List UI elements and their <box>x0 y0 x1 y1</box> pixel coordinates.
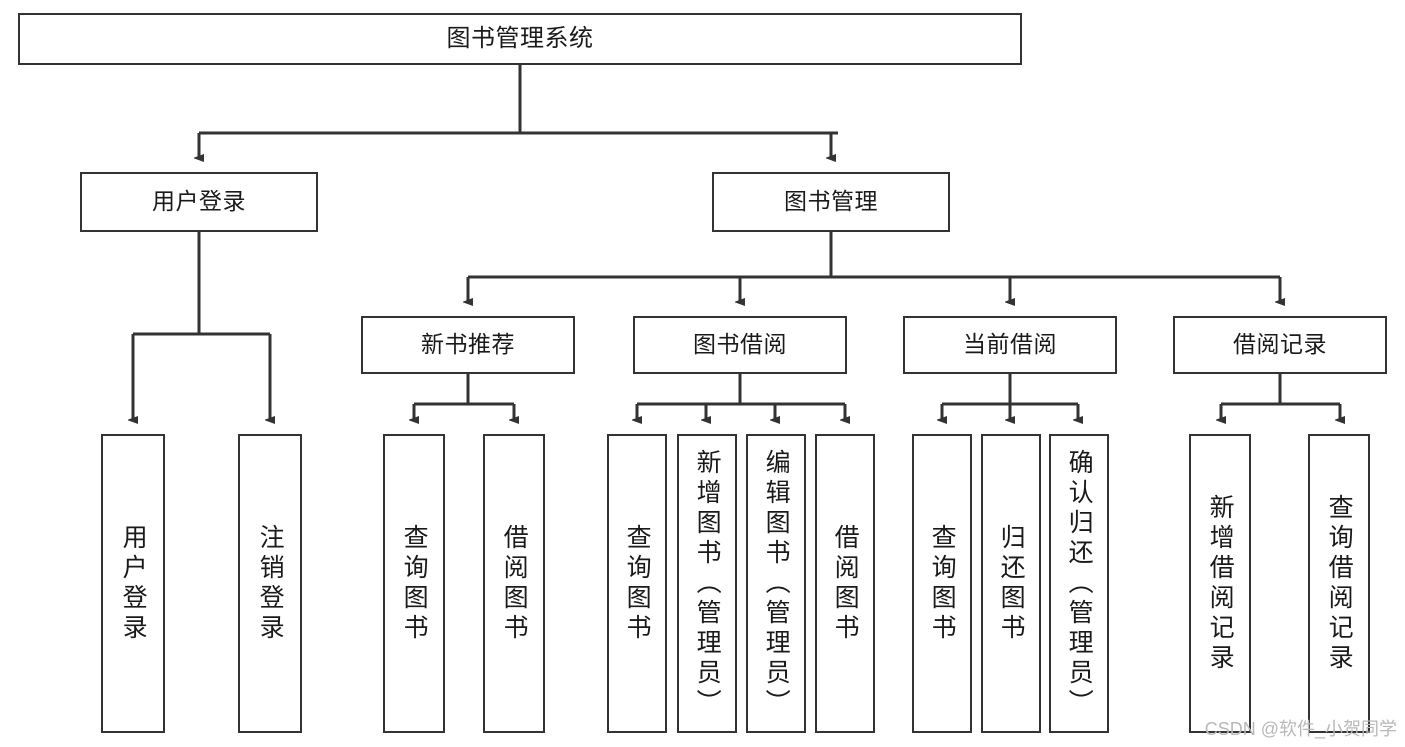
node-current-borrow-label: 当前借阅 <box>963 331 1057 358</box>
node-new-book-recommend[interactable]: 新书推荐 <box>361 316 575 374</box>
node-leaf-user-login[interactable]: 用户登录 <box>101 434 165 733</box>
node-leaf-logout-login-label: 注销登录 <box>256 523 285 644</box>
node-leaf-borrow-book-1[interactable]: 借阅图书 <box>483 434 545 733</box>
node-leaf-query-book-3[interactable]: 查询图书 <box>912 434 972 733</box>
node-leaf-add-book-label: 新增图书（管理员） <box>693 448 722 719</box>
node-current-borrow[interactable]: 当前借阅 <box>903 316 1117 374</box>
node-leaf-borrow-book-1-label: 借阅图书 <box>500 523 529 644</box>
node-leaf-query-book-2-label: 查询图书 <box>623 523 652 644</box>
node-leaf-confirm-return-label: 确认归还（管理员） <box>1065 448 1094 719</box>
node-leaf-confirm-return[interactable]: 确认归还（管理员） <box>1049 434 1109 733</box>
node-leaf-query-book-1-label: 查询图书 <box>400 523 429 644</box>
node-leaf-add-record[interactable]: 新增借阅记录 <box>1189 434 1251 733</box>
node-root[interactable]: 图书管理系统 <box>18 13 1022 65</box>
node-book-borrow-label: 图书借阅 <box>693 331 787 358</box>
node-root-label: 图书管理系统 <box>446 24 594 52</box>
node-leaf-edit-book[interactable]: 编辑图书（管理员） <box>746 434 806 733</box>
node-book-borrow[interactable]: 图书借阅 <box>633 316 847 374</box>
node-leaf-query-book-3-label: 查询图书 <box>928 523 957 644</box>
node-leaf-return-book-label: 归还图书 <box>997 523 1026 644</box>
node-leaf-add-record-label: 新增借阅记录 <box>1206 493 1235 674</box>
node-leaf-borrow-book-2-label: 借阅图书 <box>831 523 860 644</box>
node-leaf-query-record[interactable]: 查询借阅记录 <box>1308 434 1370 733</box>
node-book-manage[interactable]: 图书管理 <box>712 172 950 232</box>
node-leaf-user-login-label: 用户登录 <box>119 523 148 644</box>
node-leaf-logout-login[interactable]: 注销登录 <box>238 434 302 733</box>
node-new-book-recommend-label: 新书推荐 <box>421 331 515 358</box>
node-user-login-label: 用户登录 <box>152 188 246 215</box>
node-borrow-record[interactable]: 借阅记录 <box>1173 316 1387 374</box>
node-leaf-borrow-book-2[interactable]: 借阅图书 <box>815 434 875 733</box>
node-borrow-record-label: 借阅记录 <box>1233 331 1327 358</box>
node-leaf-add-book[interactable]: 新增图书（管理员） <box>677 434 737 733</box>
node-user-login[interactable]: 用户登录 <box>80 172 318 232</box>
node-leaf-query-record-label: 查询借阅记录 <box>1325 493 1354 674</box>
node-book-manage-label: 图书管理 <box>784 188 878 215</box>
node-leaf-query-book-1[interactable]: 查询图书 <box>383 434 445 733</box>
watermark: CSDN @软件_小贺同学 <box>1204 719 1397 739</box>
node-leaf-return-book[interactable]: 归还图书 <box>981 434 1041 733</box>
node-leaf-edit-book-label: 编辑图书（管理员） <box>762 448 791 719</box>
node-leaf-query-book-2[interactable]: 查询图书 <box>607 434 667 733</box>
